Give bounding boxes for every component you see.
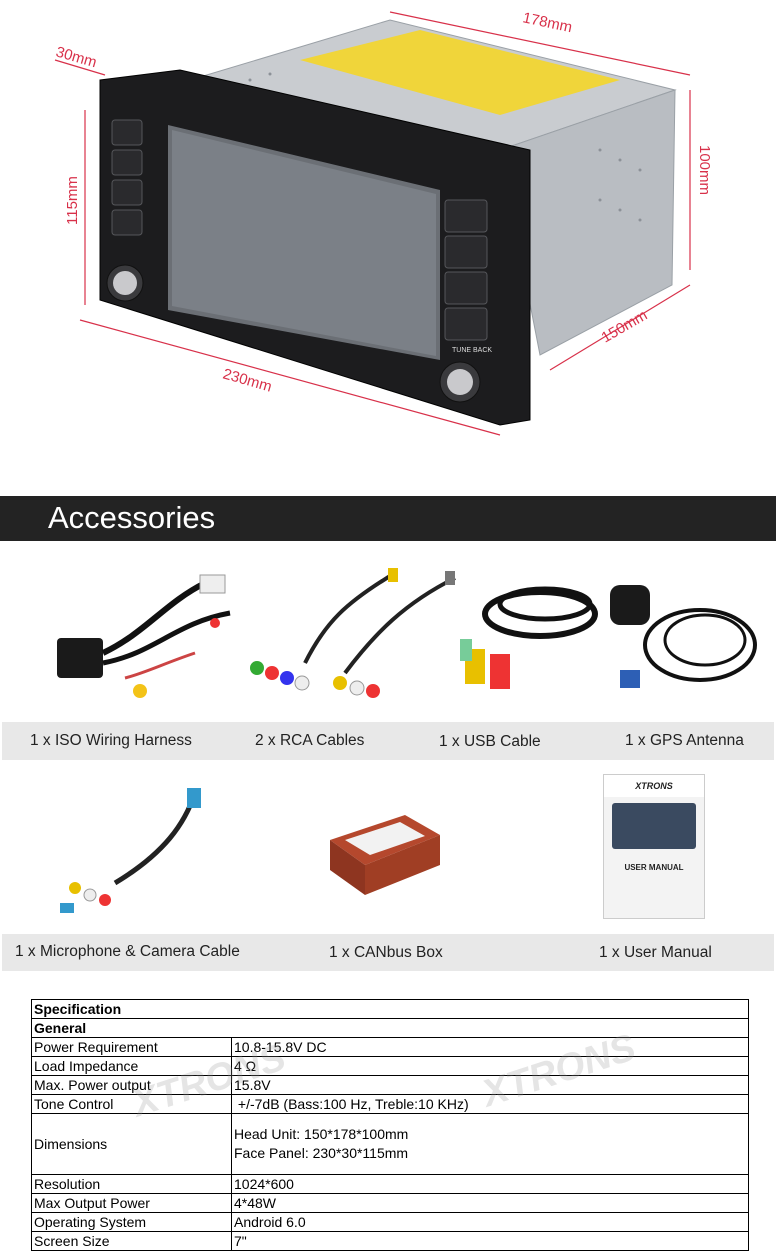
manual-title: USER MANUAL bbox=[624, 863, 684, 872]
spec-key: Resolution bbox=[31, 1174, 232, 1194]
width-front-label: 230mm bbox=[221, 366, 274, 396]
spec-key: Power Requirement bbox=[31, 1037, 232, 1057]
height-front-label: 115mm bbox=[64, 176, 81, 225]
spec-value: +/-7dB (Bass:100 Hz, Treble:10 KHz) bbox=[231, 1094, 749, 1114]
accessories-caption-bar-1: 1 x ISO Wiring Harness 2 x RCA Cables 1 … bbox=[2, 722, 774, 760]
spec-value: 7" bbox=[231, 1231, 749, 1251]
spec-key: Load Impedance bbox=[31, 1056, 232, 1076]
table-row: Tone Control +/-7dB (Bass:100 Hz, Treble… bbox=[31, 1094, 749, 1114]
spec-key: Dimensions bbox=[31, 1113, 232, 1175]
head-unit-illustration: TUNE BACK 178mm 30mm 115mm 100mm 150mm 2… bbox=[54, 9, 713, 436]
product-image: TUNE BACK 178mm 30mm 115mm 100mm 150mm 2… bbox=[0, 0, 776, 470]
depth-label: 178mm bbox=[521, 9, 573, 36]
caption-mic-camera-cable: 1 x Microphone & Camera Cable bbox=[15, 943, 240, 960]
caption-user-manual: 1 x User Manual bbox=[599, 944, 712, 961]
spec-key: Operating System bbox=[31, 1212, 232, 1232]
accessories-row-2: XTRONS USER MANUAL bbox=[0, 765, 776, 930]
rca-cables-icon bbox=[250, 568, 456, 698]
canbus-box-icon bbox=[330, 815, 440, 895]
caption-rca-cables: 2 x RCA Cables bbox=[255, 732, 365, 749]
spec-section-general: General bbox=[31, 1018, 749, 1038]
caption-canbus-box: 1 x CANbus Box bbox=[329, 944, 443, 961]
dimensions-line-2: Face Panel: 230*30*115mm bbox=[234, 1145, 409, 1161]
spec-value: 4 Ω bbox=[231, 1056, 749, 1076]
table-row: Dimensions Head Unit: 150*178*100mm Face… bbox=[31, 1113, 749, 1175]
spec-value: 10.8-15.8V DC bbox=[231, 1037, 749, 1057]
accessories-caption-bar-2: 1 x Microphone & Camera Cable 1 x CANbus… bbox=[2, 934, 774, 971]
dimensions-line-1: Head Unit: 150*178*100mm bbox=[234, 1126, 409, 1142]
spec-value-dimensions: Head Unit: 150*178*100mm Face Panel: 230… bbox=[231, 1113, 749, 1175]
spec-value: 4*48W bbox=[231, 1193, 749, 1213]
iso-harness-icon bbox=[57, 574, 231, 698]
spec-value: Android 6.0 bbox=[231, 1212, 749, 1232]
usb-cable-icon bbox=[460, 586, 598, 689]
caption-gps-antenna: 1 x GPS Antenna bbox=[625, 732, 744, 749]
manual-brand: XTRONS bbox=[604, 775, 704, 797]
height-chassis-label: 100mm bbox=[696, 145, 713, 195]
caption-iso-harness: 1 x ISO Wiring Harness bbox=[30, 732, 192, 749]
accessories-row-1 bbox=[0, 545, 776, 720]
accessories-title: Accessories bbox=[48, 500, 216, 535]
knob-label: TUNE BACK bbox=[452, 347, 492, 354]
mic-camera-cable-icon bbox=[60, 788, 201, 913]
spec-value: 15.8V bbox=[231, 1075, 749, 1095]
spec-key: Max. Power output bbox=[31, 1075, 232, 1095]
spec-key: Max Output Power bbox=[31, 1193, 232, 1213]
face-depth-label: 30mm bbox=[54, 44, 99, 72]
manual-cover-screen bbox=[612, 803, 696, 849]
caption-usb-cable: 1 x USB Cable bbox=[439, 733, 541, 750]
user-manual-icon: XTRONS USER MANUAL bbox=[603, 774, 705, 919]
gps-antenna-icon bbox=[610, 585, 757, 688]
spec-key: Screen Size bbox=[31, 1231, 232, 1251]
spec-value: 1024*600 bbox=[231, 1174, 749, 1194]
spec-title: Specification bbox=[31, 999, 749, 1019]
spec-key: Tone Control bbox=[31, 1094, 232, 1114]
accessories-header: Accessories bbox=[0, 496, 776, 541]
